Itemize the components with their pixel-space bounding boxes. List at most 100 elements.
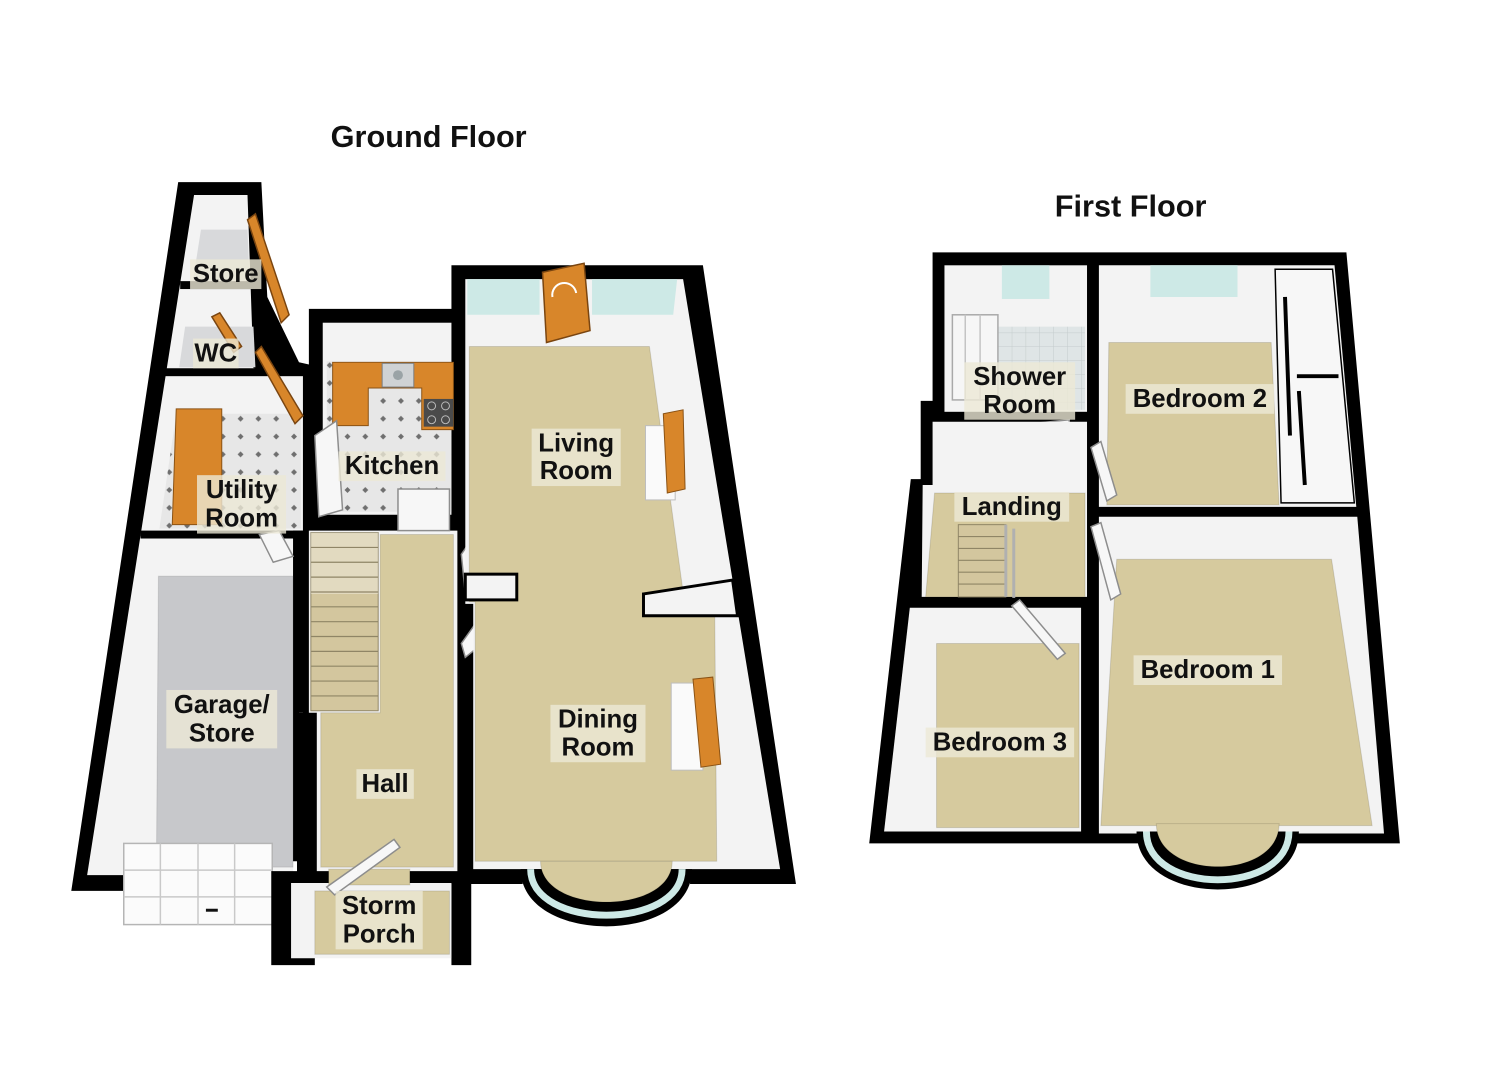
- bedroom-1-label-text: Bedroom 1: [1141, 656, 1275, 684]
- kitchen-sink: [381, 362, 415, 388]
- wc-utility-wall: [165, 368, 307, 377]
- garage-door: [123, 842, 273, 926]
- label-background: [197, 475, 287, 534]
- hall-label-text: Hall: [362, 770, 409, 798]
- landing-label: Landing: [954, 491, 1070, 522]
- bedroom-2-floor: [1106, 342, 1280, 506]
- rear-door: [541, 262, 591, 344]
- bedroom-1-floor: [1100, 558, 1373, 827]
- shower-room-label-line-2: Room: [983, 391, 1056, 419]
- sink-drain: [393, 370, 403, 381]
- bay-window-floor: [540, 860, 673, 903]
- landing-label-text: Landing: [962, 493, 1062, 521]
- staircase-steps: [310, 546, 379, 697]
- living-room-label-line-1: Living: [538, 429, 614, 457]
- wc-outer-door: [254, 345, 304, 425]
- staircase-glass-landing: [310, 532, 379, 594]
- label-background: [954, 491, 1070, 522]
- staircase-steps: [958, 535, 1006, 585]
- hall-floor: [320, 534, 454, 868]
- bedroom-1-label: Bedroom 1: [1133, 655, 1283, 686]
- bedroom-1-bay-floor: [1155, 823, 1280, 868]
- bedroom-3-door: [1010, 598, 1067, 661]
- label-background: [193, 338, 239, 369]
- label-background: [166, 689, 278, 749]
- first-floor: First Floor: [869, 188, 1400, 890]
- fireplace-mantel: [662, 409, 686, 494]
- kitchen-hall-door: [397, 488, 451, 532]
- landing-staircase: [957, 524, 1016, 598]
- kitchen-hob: [423, 398, 454, 427]
- rear-door-fanlight: [551, 281, 578, 298]
- dining-room-label-line-2: Room: [562, 733, 635, 761]
- label-background: [338, 451, 446, 482]
- garage-store-label-line-1: Garage/: [174, 691, 270, 719]
- garage-door-handle: [205, 908, 218, 912]
- kitchen-worktop: [332, 361, 454, 431]
- label-background: [550, 704, 646, 763]
- dining-room-label: Dining Room: [550, 704, 646, 763]
- label-background: [335, 890, 423, 950]
- living-room-label: Living Room: [531, 428, 621, 487]
- living-room-window: [467, 279, 540, 315]
- label-background: [964, 362, 1076, 420]
- bedroom-2-label-text: Bedroom 2: [1133, 385, 1267, 413]
- hob-burner: [441, 415, 450, 425]
- hob-burner: [427, 415, 437, 425]
- utility-room-label: Utility Room: [197, 475, 287, 534]
- wardrobe-doors: [1283, 296, 1339, 486]
- label-background: [531, 428, 621, 487]
- bedroom-2-window: [1150, 265, 1238, 297]
- shower-room-label: Shower Room: [964, 362, 1076, 420]
- living-dining-wall-stub: [463, 572, 519, 602]
- hob-burner: [441, 401, 450, 411]
- front-door: [325, 838, 402, 896]
- ground-floor-title: Ground Floor: [331, 119, 527, 154]
- bedroom-2-label: Bedroom 2: [1125, 384, 1275, 414]
- utility-room-label-line-1: Utility: [206, 476, 278, 504]
- wardrobe-body: [1274, 268, 1356, 504]
- label-background: [925, 727, 1075, 758]
- label-background: [356, 769, 414, 799]
- first-floor-title: First Floor: [1055, 188, 1207, 223]
- garage-store-label-line-2: Store: [189, 720, 255, 748]
- storm-porch-label: Storm Porch: [335, 890, 423, 950]
- bedroom-2-door: [1090, 440, 1118, 503]
- rear-door-panel: [541, 262, 591, 344]
- staircase: [310, 532, 379, 712]
- living-room-label-line-2: Room: [540, 457, 613, 485]
- dining-room-label-line-1: Dining: [558, 706, 638, 734]
- shower-room-window: [1001, 265, 1050, 299]
- fireplace-mantel: [692, 676, 722, 768]
- bedroom-3-label: Bedroom 3: [925, 727, 1075, 758]
- staircase-banister: [1004, 524, 1016, 598]
- label-background: [190, 259, 262, 290]
- ground-floor: Ground Floor: [71, 119, 796, 966]
- utility-garage-wall: [140, 530, 305, 539]
- hall-label: Hall: [356, 769, 414, 799]
- store-door: [246, 212, 290, 325]
- dining-room-fireplace: [670, 676, 722, 771]
- kitchen-label-text: Kitchen: [345, 452, 439, 480]
- bedroom-1-bay-window-glass: [1142, 831, 1293, 884]
- label-background: [1125, 384, 1275, 414]
- storm-porch-label-line-1: Storm: [342, 892, 416, 920]
- bedroom-2-wardrobe: [1274, 268, 1356, 504]
- label-background: [1133, 655, 1283, 686]
- living-room-window: [592, 279, 678, 315]
- chimney-breast: [642, 578, 740, 618]
- living-room-fireplace: [644, 409, 686, 501]
- wc-label: WC: [193, 338, 239, 369]
- bedroom-1-door: [1090, 521, 1122, 602]
- garage-store-label: Garage/ Store: [166, 689, 278, 749]
- kitchen-utility-door: [314, 419, 344, 518]
- utility-room-label-line-2: Room: [205, 505, 278, 533]
- bay-window-glass: [527, 868, 686, 919]
- wc-label-text: WC: [194, 339, 237, 367]
- bedroom-3-label-text: Bedroom 3: [933, 728, 1067, 756]
- shower-room-label-line-1: Shower: [973, 363, 1066, 391]
- hob-burner: [427, 401, 437, 411]
- kitchen-label: Kitchen: [338, 451, 446, 482]
- storm-porch-label-line-2: Porch: [343, 920, 416, 948]
